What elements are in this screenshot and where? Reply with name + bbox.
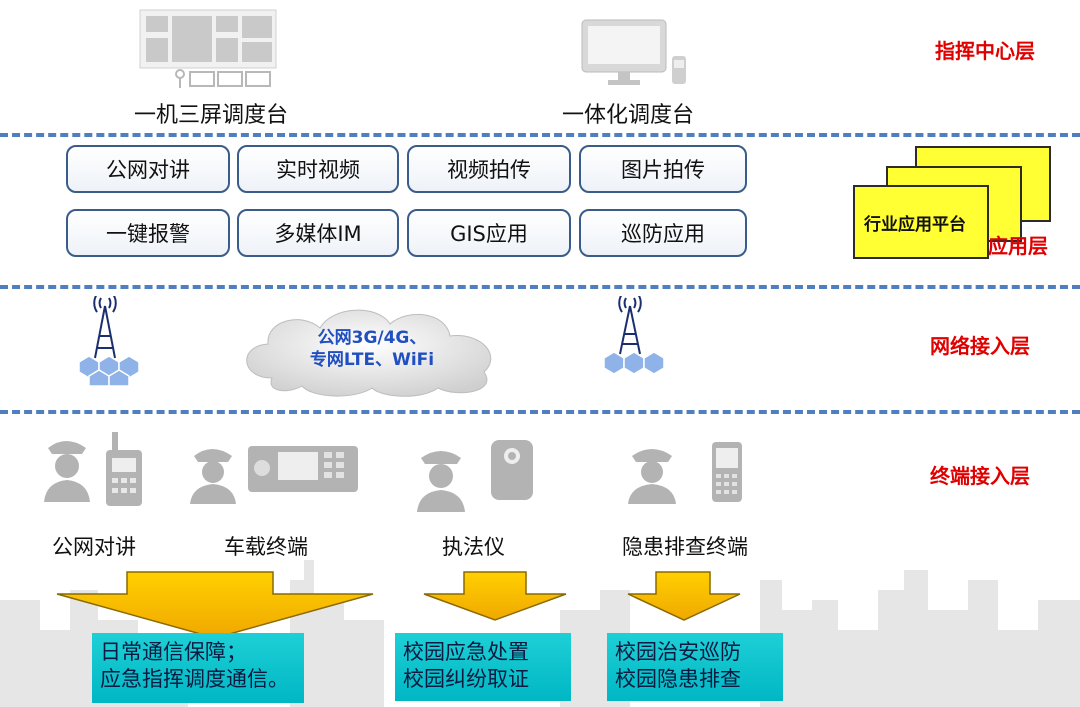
down-arrow-right [627, 571, 741, 621]
app-box-realtime-video: 实时视频 [237, 145, 399, 193]
app-box-multimedia-im: 多媒体IM [237, 209, 399, 257]
result-line: 日常通信保障； [100, 640, 247, 664]
cloud-text-line-2: 专网LTE、WiFi [309, 350, 435, 370]
terminal-label-law-recorder: 执法仪 [442, 535, 505, 559]
layer-label-terminal: 终端接入层 [930, 464, 1030, 488]
result-line: 校园应急处置 [403, 640, 529, 664]
app-box-image-upload: 图片拍传 [579, 145, 747, 193]
officer-walkie-talkie-icon [44, 432, 142, 506]
down-arrow-middle [423, 571, 567, 621]
app-box-one-key-alarm: 一键报警 [66, 209, 230, 257]
result-box-communication: 日常通信保障； 应急指挥调度通信。 [92, 633, 304, 703]
app-box-label: 图片拍传 [621, 158, 705, 182]
platform-sheet-front [853, 185, 989, 259]
base-station-tower-icon [78, 296, 140, 387]
separator-line-1 [0, 133, 1080, 137]
result-line: 校园纠纷取证 [403, 667, 529, 691]
cloud-text: 公网3G/4G、 专网LTE、WiFi [282, 327, 462, 371]
three-screen-console-label: 一机三屏调度台 [134, 103, 289, 128]
app-box-label: 巡防应用 [621, 222, 705, 246]
app-box-label: 公网对讲 [106, 158, 190, 182]
layer-label-command: 指挥中心层 [935, 39, 1035, 63]
app-box-patrol: 巡防应用 [579, 209, 747, 257]
result-box-emergency: 校园应急处置 校园纠纷取证 [395, 633, 571, 701]
terminal-label-vehicle: 车载终端 [224, 535, 308, 559]
result-line: 校园隐患排查 [615, 667, 741, 691]
result-line: 校园治安巡防 [615, 640, 741, 664]
officer-body-camera-icon [417, 440, 533, 512]
layer-label-application: 应用层 [988, 234, 1048, 258]
separator-line-2 [0, 285, 1080, 289]
app-box-public-intercom: 公网对讲 [66, 145, 230, 193]
cloud-shape [246, 309, 492, 397]
terminal-label-intercom: 公网对讲 [52, 535, 136, 559]
separator-line-3 [0, 410, 1080, 414]
integrated-console-icon [581, 19, 686, 85]
app-box-label: 一键报警 [106, 222, 190, 246]
app-box-label: GIS应用 [450, 222, 528, 246]
app-box-video-upload: 视频拍传 [407, 145, 571, 193]
integrated-console-label: 一体化调度台 [562, 103, 695, 128]
officer-hazard-terminal-icon [628, 442, 742, 504]
result-line: 应急指挥调度通信。 [100, 667, 289, 691]
app-box-label: 多媒体IM [274, 222, 362, 246]
app-box-label: 视频拍传 [447, 158, 531, 182]
terminal-label-hazard-check: 隐患排查终端 [622, 535, 748, 559]
three-screen-console-icon [139, 9, 277, 88]
cloud-text-line-1: 公网3G/4G、 [317, 328, 427, 348]
base-station-tower-icon [603, 296, 665, 375]
app-box-gis: GIS应用 [407, 209, 571, 257]
platform-label: 行业应用平台 [864, 215, 966, 235]
result-box-patrol: 校园治安巡防 校园隐患排查 [607, 633, 783, 701]
down-arrow-left [56, 571, 374, 639]
app-box-label: 实时视频 [276, 158, 360, 182]
officer-vehicle-terminal-icon [190, 446, 358, 504]
layer-label-network: 网络接入层 [930, 334, 1030, 358]
